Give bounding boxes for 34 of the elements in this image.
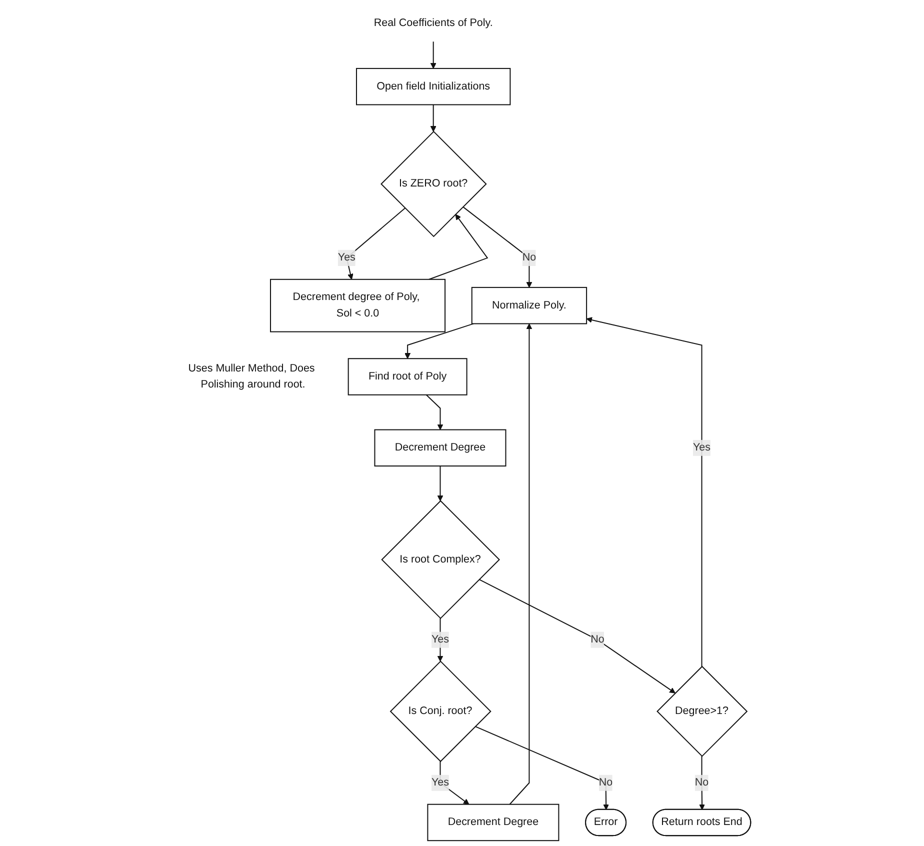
edge-label: No: [590, 634, 604, 646]
arrow: [478, 579, 676, 694]
arrow: [437, 618, 444, 662]
arrow: [426, 394, 444, 430]
node-box: Find root of Poly: [348, 358, 468, 396]
node-diamond: Is root Complex?: [381, 500, 500, 620]
arrow: [430, 104, 436, 132]
edge-label: Yes: [338, 252, 356, 264]
edge-label: No: [522, 252, 536, 264]
arrow: [346, 208, 406, 280]
node-box: Normalize Poly.: [471, 286, 588, 324]
edge-label: No: [598, 776, 613, 788]
edge-label: Yes: [431, 776, 449, 788]
node-box: Decrement degree of Poly, Sol < 0.0: [270, 278, 446, 332]
arrow: [428, 214, 488, 280]
arrow: [462, 206, 532, 288]
node-box: Decrement Degree: [374, 429, 506, 467]
arrow: [437, 466, 444, 502]
node-label: Uses Muller Method, Does Polishing around root.: [188, 362, 315, 390]
node-box: Open field Initializations: [356, 68, 511, 106]
arrow: [509, 323, 532, 805]
arrow: [440, 761, 470, 805]
arrow: [474, 726, 609, 810]
node-diamond: Is ZERO root?: [380, 130, 487, 238]
arrow: [586, 317, 702, 666]
node-text: Real Coefficients of Poly.: [374, 17, 493, 29]
node-diamond: Degree>1?: [656, 666, 748, 757]
node-box: Decrement Degree: [427, 804, 560, 842]
edge-label: Yes: [431, 634, 449, 646]
arrow: [430, 42, 436, 69]
edge-label: No: [694, 776, 709, 788]
node-diamond: Is Conj. root?: [390, 660, 492, 762]
arrow: [404, 323, 474, 359]
edge-label: Yes: [692, 442, 711, 454]
